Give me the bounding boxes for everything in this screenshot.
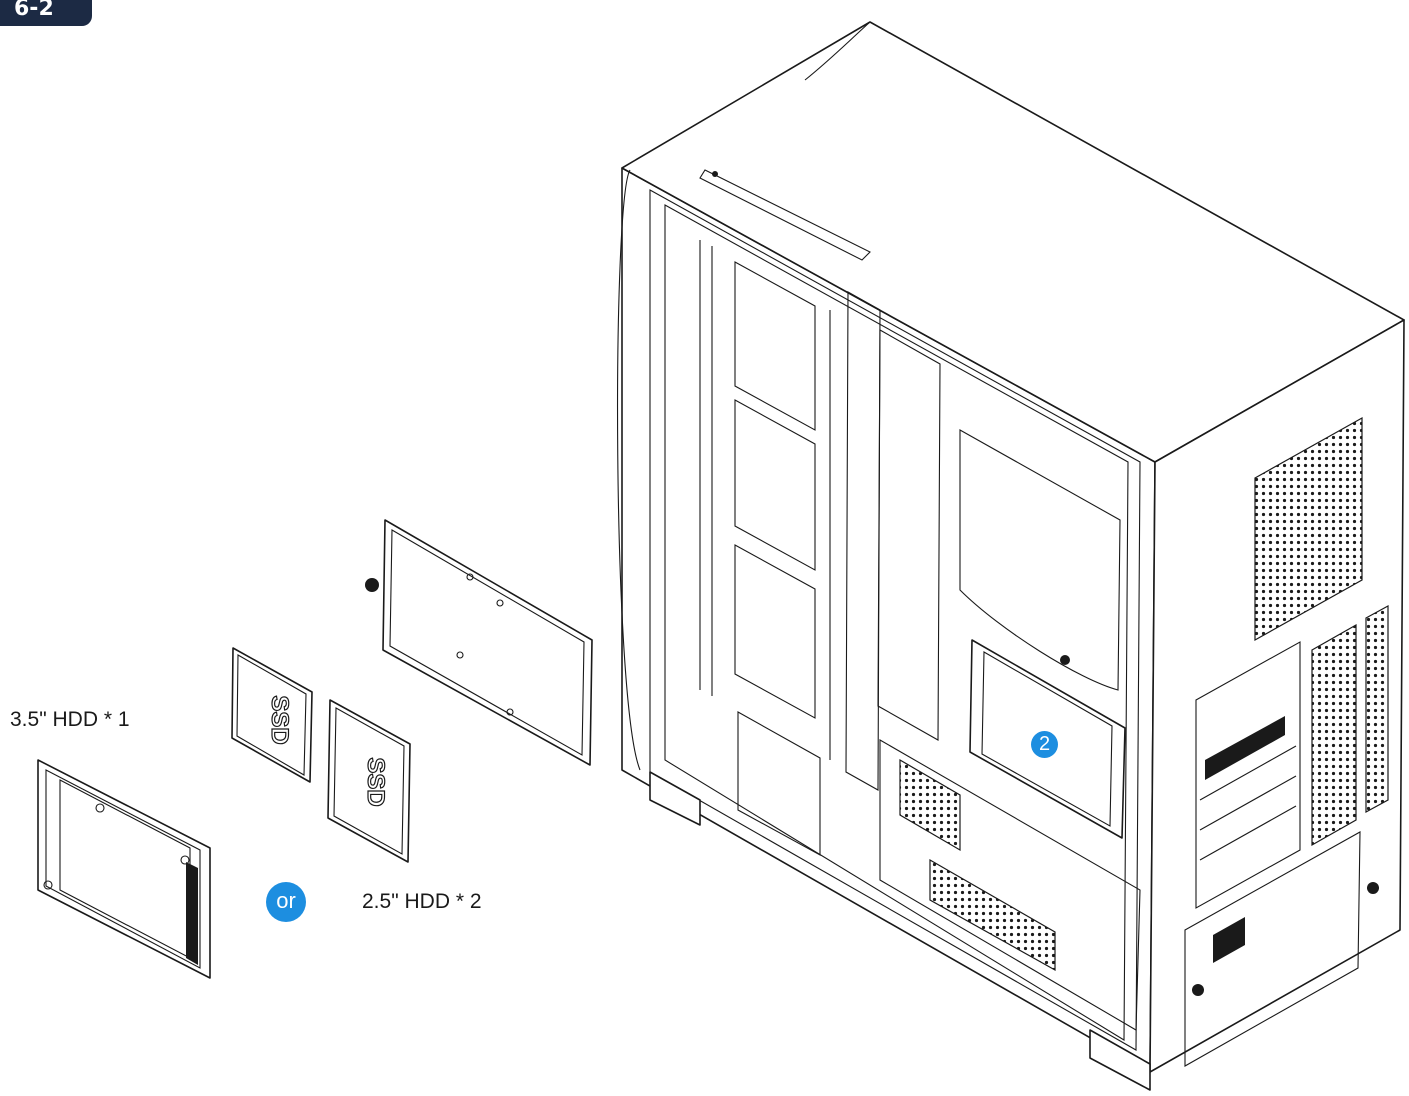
step-number-tab: 6-2	[0, 0, 92, 26]
step-2-badge: 2	[1031, 731, 1058, 758]
ssd-1-text: SSD	[266, 695, 293, 744]
or-badge: or	[266, 882, 306, 922]
ssd-drive-1: SSD	[231, 647, 313, 783]
rear-fan-mesh	[1254, 416, 1363, 642]
hdd-25-label: 2.5" HDD * 2	[362, 890, 482, 913]
ssd-drive-2: SSD	[327, 699, 411, 863]
hdd-3-5-drive	[37, 759, 211, 979]
pc-case-illustration	[616, 21, 1405, 1091]
hdd-35-label: 3.5" HDD * 1	[10, 708, 130, 731]
ssd-2-text: SSD	[362, 757, 389, 806]
psu-bracket	[1184, 831, 1361, 1067]
hdd-mounting-bracket	[365, 519, 593, 766]
expansion-slots	[1195, 641, 1301, 909]
